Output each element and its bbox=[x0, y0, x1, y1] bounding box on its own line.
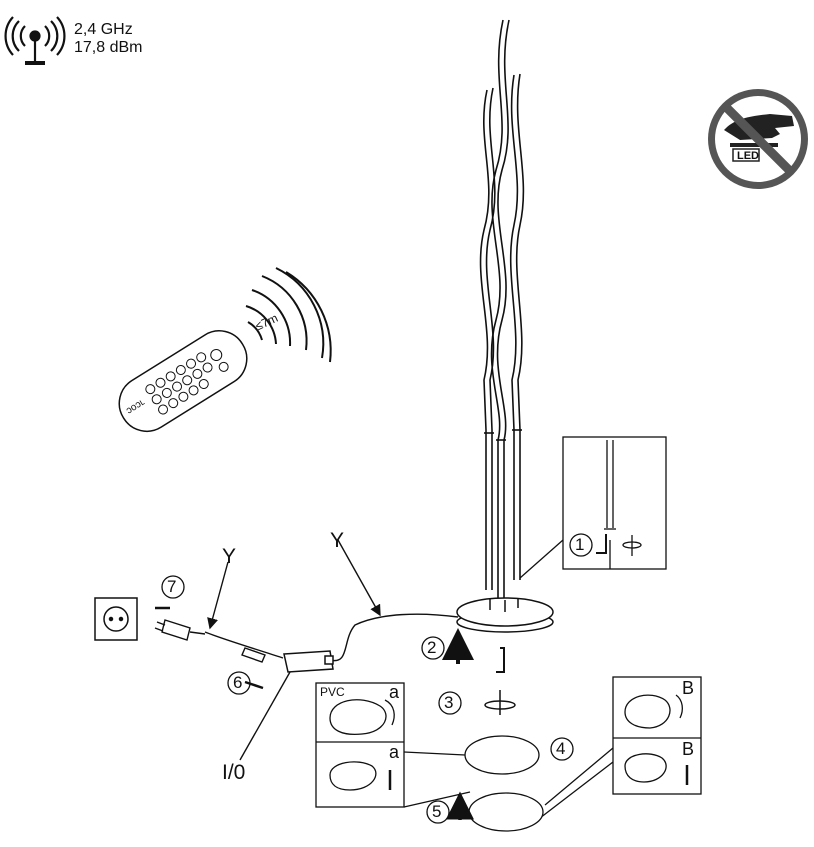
cable-label-y-plug: Y bbox=[222, 545, 237, 568]
panel-right-bottom-tag: B bbox=[682, 739, 695, 759]
step-6: 6 bbox=[233, 673, 243, 692]
power-adapter bbox=[283, 650, 334, 673]
panel-left-top-tag: a bbox=[389, 682, 400, 702]
panel-left-bottom-tag: a bbox=[389, 742, 400, 762]
antenna-icon bbox=[4, 16, 66, 65]
led-sign-label: LED bbox=[737, 150, 759, 162]
switch-label: I/0 bbox=[222, 761, 246, 784]
step-1: 1 bbox=[575, 535, 585, 554]
detail-boxes-right bbox=[539, 676, 702, 819]
panel-material-label: PVC bbox=[320, 685, 345, 699]
detail-inset-step-1 bbox=[519, 436, 667, 579]
panel-right-top-tag: B bbox=[682, 678, 695, 698]
lamp-base bbox=[442, 597, 554, 715]
frequency-label: 2,4 GHz bbox=[74, 21, 133, 38]
step-2: 2 bbox=[427, 638, 437, 657]
no-touch-led-icon bbox=[708, 89, 808, 189]
step-7: 7 bbox=[167, 577, 177, 596]
cable-label-y-lamp: Y bbox=[330, 529, 345, 552]
step-circles bbox=[161, 533, 593, 824]
detail-boxes-left bbox=[315, 682, 471, 808]
step-5: 5 bbox=[432, 802, 442, 821]
adhesive-pads bbox=[446, 735, 544, 832]
mains-plug bbox=[154, 606, 266, 690]
step-4: 4 bbox=[556, 739, 566, 758]
remote-signal-waves bbox=[245, 267, 332, 363]
remote-control-icon bbox=[118, 330, 248, 433]
cables bbox=[204, 539, 459, 761]
power-label: 17,8 dBm bbox=[74, 39, 143, 56]
step-3: 3 bbox=[444, 693, 454, 712]
wall-socket-icon bbox=[94, 597, 138, 641]
lamp-arms bbox=[479, 19, 525, 600]
